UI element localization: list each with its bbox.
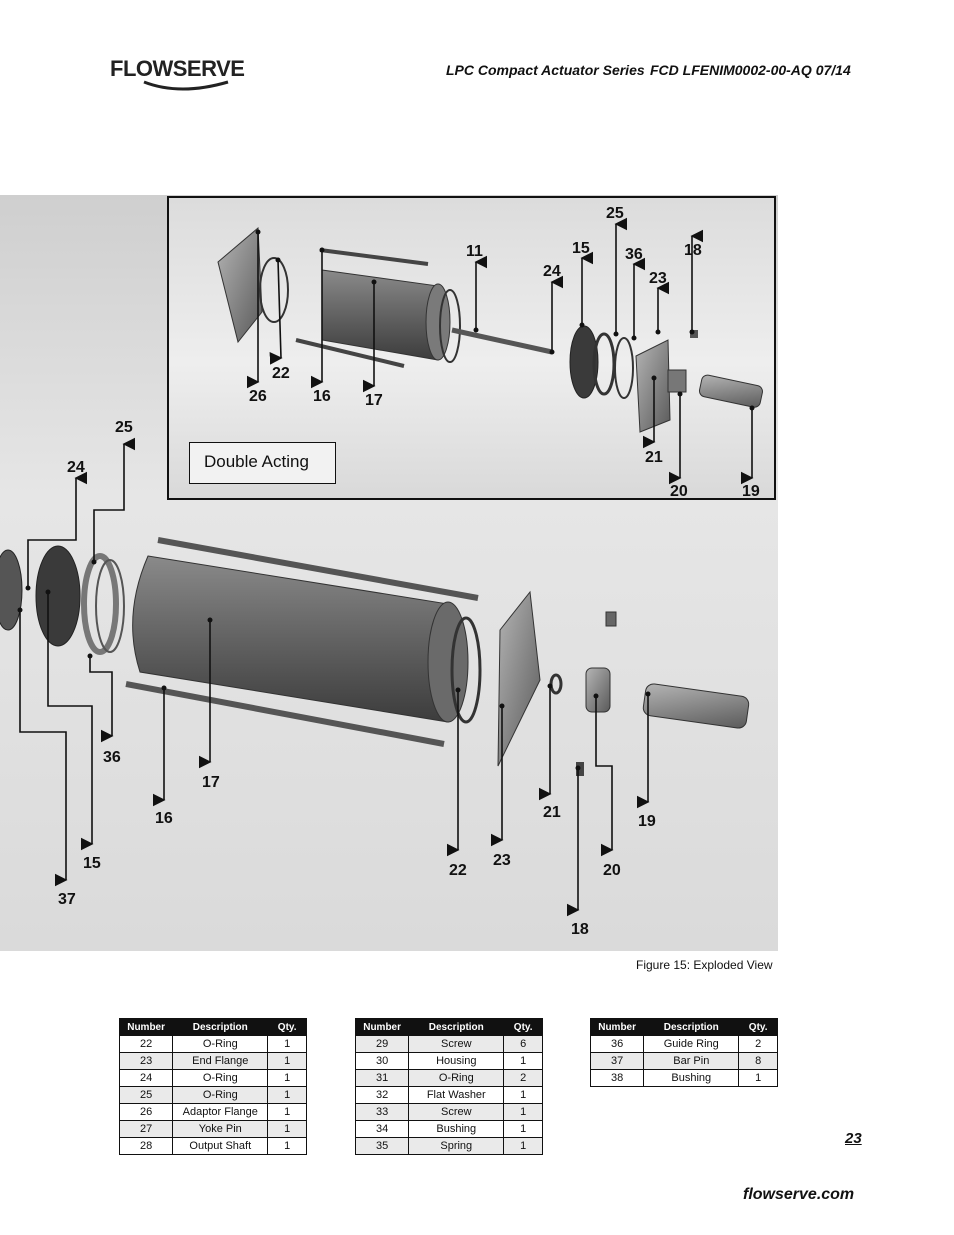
table-header-row: Number Description Qty.: [589, 1018, 778, 1036]
cell-qty: 1: [503, 1052, 543, 1070]
cell-description: Screw: [408, 1103, 505, 1121]
cell-number: 24: [118, 1069, 174, 1087]
cell-number: 33: [354, 1103, 410, 1121]
cell-number: 32: [354, 1086, 410, 1104]
footer-url[interactable]: flowserve.com: [743, 1186, 855, 1203]
cell-qty: 1: [267, 1035, 307, 1053]
cell-qty: 1: [267, 1069, 307, 1087]
cell-qty: 1: [503, 1103, 543, 1121]
cell-number: 37: [589, 1052, 645, 1070]
col-description-header: Description: [408, 1018, 505, 1036]
cell-description: Bushing: [643, 1069, 740, 1087]
cell-description: O-Ring: [408, 1069, 505, 1087]
cell-number: 36: [589, 1035, 645, 1053]
cell-number: 35: [354, 1137, 410, 1155]
cell-description: Screw: [408, 1035, 505, 1053]
cell-number: 25: [118, 1086, 174, 1104]
logo-wordmark: FLOWSERVE: [110, 56, 245, 81]
cell-description: O-Ring: [172, 1086, 269, 1104]
cell-number: 34: [354, 1120, 410, 1138]
cell-qty: 1: [267, 1103, 307, 1121]
cell-number: 22: [118, 1035, 174, 1053]
col-number-header: Number: [354, 1018, 410, 1036]
cell-description: Output Shaft: [172, 1137, 269, 1155]
cell-qty: 1: [503, 1120, 543, 1138]
table-header-row: Number Description Qty.: [118, 1018, 307, 1036]
cell-qty: 8: [738, 1052, 778, 1070]
cell-number: 27: [118, 1120, 174, 1138]
cell-description: O-Ring: [172, 1069, 269, 1087]
cell-description: Bushing: [408, 1120, 505, 1138]
cell-qty: 1: [503, 1137, 543, 1155]
cell-description: Housing: [408, 1052, 505, 1070]
cell-description: Bar Pin: [643, 1052, 740, 1070]
cell-description: Guide Ring: [643, 1035, 740, 1053]
col-number-header: Number: [589, 1018, 645, 1036]
cell-description: End Flange: [172, 1052, 269, 1070]
cell-description: Yoke Pin: [172, 1120, 269, 1138]
cell-qty: 6: [503, 1035, 543, 1053]
cell-description: O-Ring: [172, 1035, 269, 1053]
cell-qty: 1: [267, 1086, 307, 1104]
col-description-header: Description: [643, 1018, 740, 1036]
figure-caption: Figure 15: Exploded View: [636, 958, 773, 972]
page-number: 23: [845, 1130, 862, 1147]
col-qty-header: Qty.: [738, 1018, 778, 1036]
cell-qty: 1: [267, 1137, 307, 1155]
cell-description: Flat Washer: [408, 1086, 505, 1104]
document-code: FCD LFENIM0002-00-AQ 07/14: [650, 62, 851, 78]
cell-number: 38: [589, 1069, 645, 1087]
table-header-row: Number Description Qty.: [354, 1018, 543, 1036]
flowserve-logo: FLOWSERVE: [110, 56, 250, 96]
cell-qty: 2: [738, 1035, 778, 1053]
cell-qty: 1: [503, 1086, 543, 1104]
cell-description: Spring: [408, 1137, 505, 1155]
cell-description: Adaptor Flange: [172, 1103, 269, 1121]
cell-number: 28: [118, 1137, 174, 1155]
cell-qty: 1: [738, 1069, 778, 1087]
cell-number: 30: [354, 1052, 410, 1070]
cell-number: 29: [354, 1035, 410, 1053]
cell-qty: 1: [267, 1052, 307, 1070]
cell-number: 23: [118, 1052, 174, 1070]
cell-number: 31: [354, 1069, 410, 1087]
col-number-header: Number: [118, 1018, 174, 1036]
logo-swoosh-icon: [143, 80, 229, 91]
series-title: LPC Compact Actuator Series: [446, 62, 645, 78]
col-qty-header: Qty.: [503, 1018, 543, 1036]
cell-qty: 1: [267, 1120, 307, 1138]
col-qty-header: Qty.: [267, 1018, 307, 1036]
double-acting-label: Double Acting: [189, 442, 336, 484]
cell-qty: 2: [503, 1069, 543, 1087]
cell-number: 26: [118, 1103, 174, 1121]
col-description-header: Description: [172, 1018, 269, 1036]
